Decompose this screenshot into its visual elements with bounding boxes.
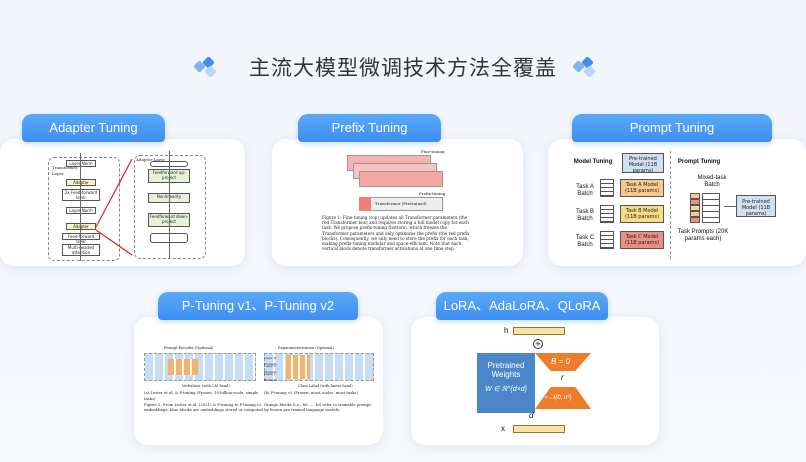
ptuning-caption: Figure 2: From Lester et al. (2021) & P-…: [144, 402, 371, 412]
task-b-model: Task B Model (11B params): [620, 205, 664, 223]
flow-arrow: [724, 206, 736, 207]
left-sub: Verbalizer (with LM head): [182, 384, 230, 388]
prompt-tuning-card: Model Tuning Pre-trained Model (11B para…: [548, 139, 806, 266]
right-prompt-blocks: [286, 355, 310, 379]
task-prompts-label: Task Prompts (20K params each): [677, 229, 729, 242]
left-prompt-blocks: [168, 359, 198, 375]
h-label: h: [504, 326, 509, 335]
model-label: Transformer (Pretrained): [375, 201, 427, 206]
tab-prefix-tuning[interactable]: Prefix Tuning: [298, 114, 441, 142]
fine-tuning-label: Fine-tuning: [421, 149, 445, 154]
layer-n-label: Layer N Prompts: [264, 356, 277, 366]
flow-line: [80, 153, 81, 261]
lora-card: h + Pretrained Weights W ∈ ℝ^{d×d} B = 0…: [411, 317, 659, 445]
task-c-model: Task C Model (11B params): [620, 231, 664, 249]
left-head: Prompt Encoder (Optional): [164, 346, 214, 350]
d-label: d: [529, 411, 534, 420]
tab-prompt-tuning[interactable]: Prompt Tuning: [572, 114, 772, 142]
left-panel: [144, 353, 256, 381]
left-caption: (a) Lester et al. & P-tuning (Frozen, 10…: [144, 390, 259, 401]
prefix-tuning-card: Fine-tuning Prefix-tuning Transformer (P…: [272, 139, 523, 266]
task-c-batch: Task C Batch: [575, 235, 595, 248]
adapter-figure: Transformer Layer Layer Norm Adapter 2x …: [4, 145, 242, 263]
model-stack: [359, 171, 443, 187]
pretrained-model-box: Pre-trained Model (11B params): [622, 153, 664, 174]
model-tuning-heading: Model Tuning: [573, 159, 613, 165]
adapter-layer-label: Adapter Layer: [136, 157, 166, 162]
task-a-batch: Task A Batch: [576, 184, 594, 197]
r-label: r: [561, 373, 564, 382]
prefix-block: [359, 197, 371, 211]
prefix-tuning-label: Prefix-tuning: [419, 191, 446, 196]
task-a-model: Task A Model (11B params): [620, 179, 664, 197]
tab-ptuning[interactable]: P-Tuning v1、P-Tuning v2: [158, 292, 358, 320]
batch-table: [600, 205, 614, 223]
mixed-batch-label: Mixed-task Batch: [697, 175, 727, 188]
layer-2-label: Layer 2 Prompts: [264, 364, 277, 374]
batch-table: [600, 231, 614, 249]
fig-box: Multi-headed attention: [62, 244, 100, 256]
prompt-tuning-heading: Prompt Tuning: [677, 159, 721, 165]
mixed-batch-table: [690, 193, 730, 225]
divider: [670, 151, 671, 259]
x-label: x: [501, 424, 505, 433]
layer-1-label: Layer 1 Prompts: [264, 372, 277, 382]
page-title: 主流大模型微调技术方法全覆盖: [249, 56, 557, 80]
a-matrix: A = 𝒩(0, σ²): [535, 387, 591, 409]
adapter-tuning-card: Transformer Layer Layer Norm Adapter 2x …: [0, 139, 245, 266]
adapter-layer-frame: [134, 155, 206, 259]
pretrained-weights-box: Pretrained Weights W ∈ ℝ^{d×d}: [477, 353, 535, 413]
fig-box: Adapter: [66, 223, 96, 230]
flow-line: [169, 151, 170, 259]
tab-adapter-tuning[interactable]: Adapter Tuning: [22, 114, 165, 142]
prefix-caption: Figure 1: Fine-tuning (top) updates all …: [322, 215, 470, 252]
ptuning-card: Prompt Encoder (Optional) Reparameteriza…: [134, 317, 383, 445]
right-panel: [264, 353, 374, 381]
right-caption: (b) P-tuning v2 (Frozen, most scales, mo…: [264, 390, 358, 395]
zoom-lines: [95, 158, 133, 256]
plus-node: +: [533, 339, 543, 349]
tab-lora[interactable]: LoRA、AdaLoRA、QLoRA: [436, 292, 608, 320]
transformer-layer-frame: [48, 157, 120, 261]
batch-table: [600, 179, 614, 197]
x-bar: [513, 425, 565, 433]
b-matrix: B = 0: [535, 353, 591, 371]
transformer-layer-label: Transformer Layer: [52, 165, 78, 176]
prefix-figure: Fine-tuning Prefix-tuning Transformer (P…: [347, 149, 447, 261]
diamond-decoration-right-icon: [572, 56, 600, 78]
fig-box: Layer Norm: [66, 207, 96, 214]
task-b-batch: Task B Batch: [575, 209, 594, 222]
fig-box: Layer Norm: [66, 160, 96, 167]
ptuning-figure: Prompt Encoder (Optional) Reparameteriza…: [142, 345, 376, 441]
right-sub: Class Label (with linear head): [298, 384, 353, 388]
h-bar: [513, 327, 565, 335]
diamond-decoration-left-icon: [193, 56, 221, 78]
pretrained-model-box-2: Pre-trained Model (11B params): [736, 195, 776, 217]
fig-box: Adapter: [66, 179, 96, 186]
right-head: Reparameterization (Optional): [278, 346, 334, 350]
